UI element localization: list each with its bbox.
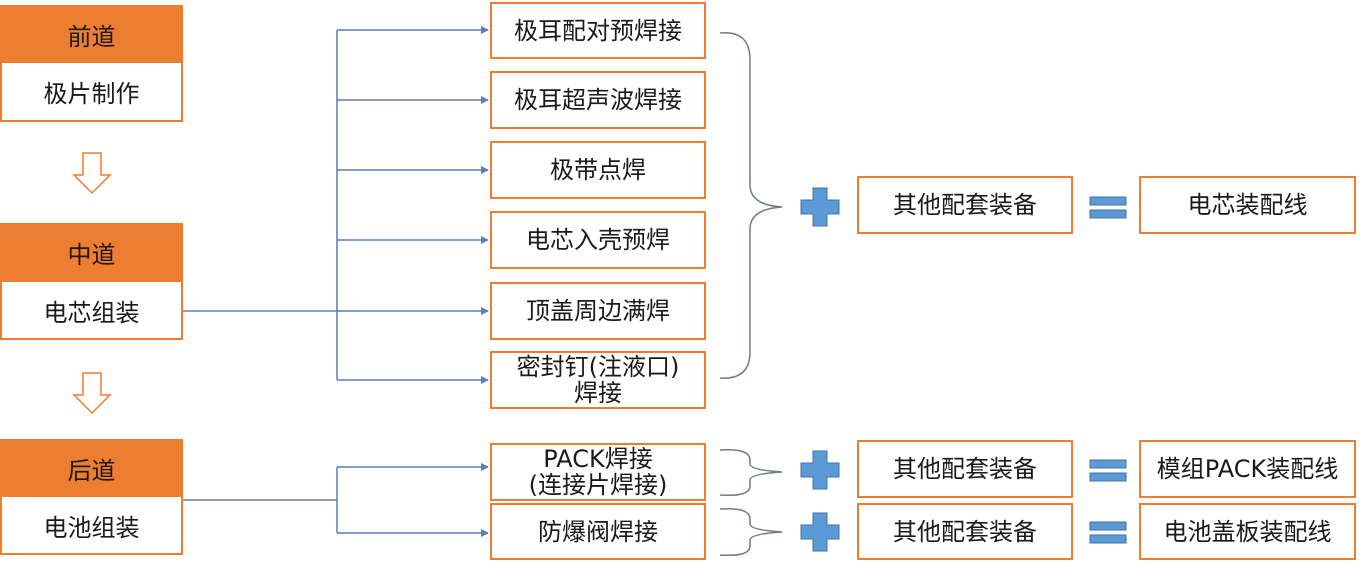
stage-back-title: 后道 xyxy=(0,439,183,497)
result-cell-assembly-line: 电芯装配线 xyxy=(1139,176,1356,234)
stage-front-title: 前道 xyxy=(0,5,183,63)
process-pack-welding: PACK焊接 (连接片焊接) xyxy=(490,443,706,501)
result-module-pack-line: 模组PACK装配线 xyxy=(1139,440,1356,498)
down-arrow-icon xyxy=(72,152,112,195)
process-vent-valve-welding: 防爆阀焊接 xyxy=(490,503,706,560)
result-cover-plate-line: 电池盖板装配线 xyxy=(1139,503,1356,560)
process-tab-ultrasonic-welding: 极耳超声波焊接 xyxy=(490,71,706,129)
process-strip-spot-welding: 极带点焊 xyxy=(490,141,706,199)
plus-icon xyxy=(800,187,840,227)
process-tab-pairing-prewelding: 极耳配对预焊接 xyxy=(490,2,706,59)
equipment-box: 其他配套装备 xyxy=(857,440,1073,498)
process-line: 焊接 xyxy=(574,379,622,407)
process-seal-nail-welding: 密封钉(注液口) 焊接 xyxy=(490,351,706,409)
back-stage-tree xyxy=(183,463,489,537)
equals-icon xyxy=(1089,521,1127,544)
equipment-box: 其他配套装备 xyxy=(857,503,1073,560)
curly-bracket xyxy=(719,32,783,379)
down-arrow-icon xyxy=(72,372,112,415)
process-top-cover-seam-welding: 顶盖周边满焊 xyxy=(490,282,706,340)
curly-bracket xyxy=(719,507,783,557)
process-cell-casing-prewelding: 电芯入壳预焊 xyxy=(490,211,706,269)
stage-back-name: 电池组装 xyxy=(0,497,183,555)
curly-bracket xyxy=(719,448,783,497)
mid-stage-tree xyxy=(183,26,489,384)
process-line: (连接片焊接) xyxy=(528,471,668,499)
plus-icon xyxy=(800,512,840,552)
process-line: PACK焊接 xyxy=(543,445,653,473)
equals-icon xyxy=(1089,459,1127,482)
stage-middle-name: 电芯组装 xyxy=(0,282,183,340)
equipment-box: 其他配套装备 xyxy=(857,176,1073,234)
stage-front-name: 极片制作 xyxy=(0,63,183,122)
stage-middle-title: 中道 xyxy=(0,223,183,282)
plus-icon xyxy=(800,450,840,490)
equals-icon xyxy=(1089,196,1127,219)
process-line: 密封钉(注液口) xyxy=(516,353,680,381)
